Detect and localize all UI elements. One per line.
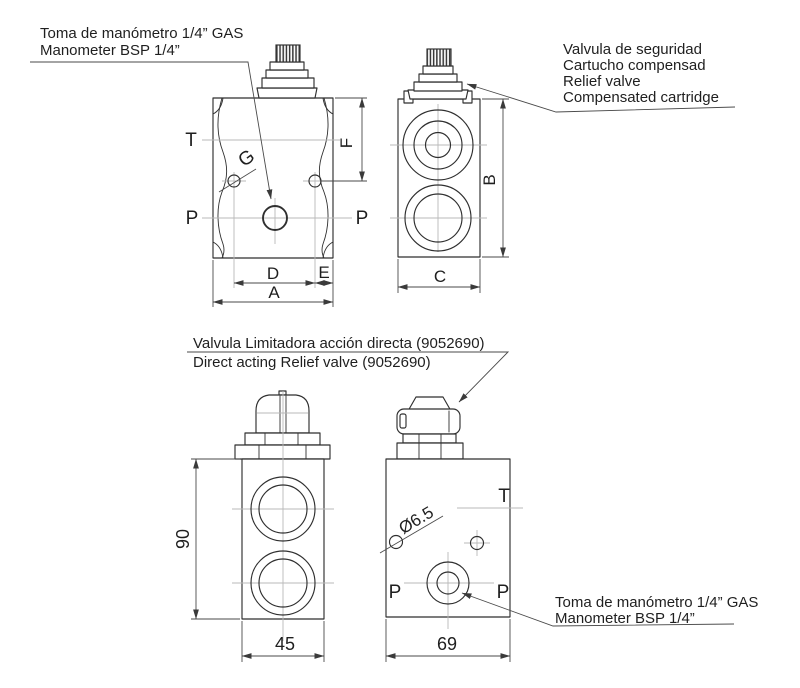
dimension-height-90: 90 [173, 458, 240, 620]
tank-port-label: T [498, 486, 510, 507]
construction-lines [232, 391, 334, 641]
leader-line [466, 83, 736, 113]
tank-port-label: T [185, 130, 197, 151]
dim-f-label: F [337, 138, 356, 148]
dimension-width-45: 45 [241, 621, 325, 662]
annotation-line: Toma de manómetro 1/4” GAS [555, 594, 758, 611]
diameter-leader-line [379, 515, 444, 554]
annotation-line: Valvula de seguridad [563, 41, 702, 58]
annotation-line: Valvula Limitadora acción directa (90526… [193, 335, 485, 352]
annotation-line: Direct acting Relief valve (9052690) [193, 354, 431, 371]
side-view-bottom: 90 45 [173, 390, 334, 662]
front-view-bottom: Ø6.5 T P P 69 [379, 396, 523, 662]
top-port-circles [402, 109, 474, 181]
dim-69-label: 69 [437, 634, 457, 654]
pressure-port-label-left: P [186, 208, 199, 229]
annotation-manometer-top: Toma de manómetro 1/4” GAS Manometer BSP… [30, 25, 273, 200]
side-view-top: B C [390, 48, 509, 293]
manometer-port [262, 205, 288, 231]
mounting-hole [469, 535, 485, 551]
dim-e-label: E [318, 263, 329, 282]
annotation-line: Manometer BSP 1/4” [555, 610, 695, 627]
dim-a-label: A [268, 283, 280, 302]
dimension-b: B [480, 98, 509, 258]
annotation-relief-cartridge: Valvula de seguridad Cartucho compensad … [466, 41, 736, 113]
leader-line [187, 351, 510, 403]
dim-c-label: C [434, 267, 446, 286]
gauge-port-hole [227, 174, 241, 188]
manometer-port [426, 561, 470, 605]
dimension-width-69: 69 [385, 619, 511, 662]
knurled-knob [426, 48, 452, 67]
adjustment-screw-cap [256, 44, 318, 99]
dimension-c: C [397, 259, 481, 293]
bottom-port-circles [404, 184, 472, 252]
dimension-f: F [321, 97, 367, 182]
valve-body-outline [212, 97, 334, 259]
relief-valve-cap [234, 390, 331, 460]
annotation-line: Toma de manómetro 1/4” GAS [40, 25, 243, 42]
annotation-line: Compensated cartridge [563, 89, 719, 106]
dim-b-label: B [480, 174, 499, 185]
gauge-hole [388, 534, 404, 550]
relief-valve-knob [396, 396, 464, 460]
pressure-port-label-left: P [389, 582, 402, 603]
dim-d-label: D [267, 264, 279, 283]
gauge-leader-line [218, 168, 257, 193]
construction-lines [404, 507, 523, 629]
dim-90-label: 90 [173, 529, 193, 549]
annotation-line: Manometer BSP 1/4” [40, 42, 180, 59]
leader-line [30, 61, 273, 200]
casting-contours [212, 97, 334, 259]
top-port-circles [250, 476, 316, 542]
leader-line [461, 592, 735, 627]
annotation-line: Cartucho compensad [563, 57, 706, 74]
pressure-port-label-right: P [356, 208, 369, 229]
pressure-port-label-right: P [497, 582, 510, 603]
annotation-manometer-bottom: Toma de manómetro 1/4” GAS Manometer BSP… [461, 592, 758, 627]
annotation-direct-relief: Valvula Limitadora acción directa (90526… [187, 335, 510, 403]
adjustment-screw-cap [403, 48, 473, 104]
front-view-top: T P P G F D E A [185, 44, 369, 307]
bottom-port-circles [250, 550, 316, 616]
knurled-knob [275, 44, 301, 63]
dimension-dea: D E A [212, 260, 334, 307]
annotation-line: Relief valve [563, 73, 641, 90]
dim-45-label: 45 [275, 634, 295, 654]
